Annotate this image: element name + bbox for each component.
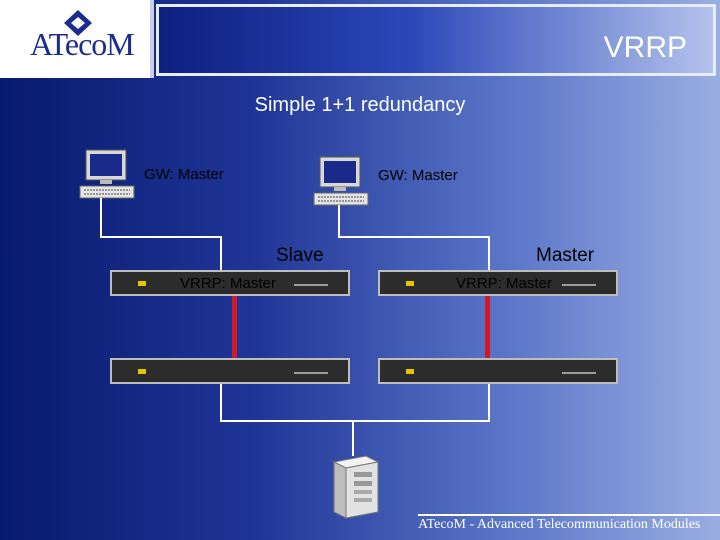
- logo-diamond-icon: [64, 10, 92, 36]
- slide-subtitle: Simple 1+1 redundancy: [254, 94, 466, 116]
- right-computer-icon: [313, 156, 369, 206]
- right-red-link: [485, 296, 490, 358]
- left-group-role: Slave: [276, 245, 324, 266]
- left-red-link: [232, 296, 237, 358]
- router-bottom-right: [378, 358, 618, 384]
- right-pc-wire-to-router: [488, 236, 490, 270]
- left-router-label: VRRP: Master: [180, 275, 276, 292]
- title-bar: VRRP: [156, 4, 716, 76]
- router-top-left: [110, 270, 350, 296]
- right-pc-label: GW: Master: [378, 167, 458, 184]
- right-bottom-wire: [488, 384, 490, 420]
- server-wire: [352, 420, 354, 456]
- footer-line: [418, 514, 720, 516]
- server-icon: [332, 455, 380, 519]
- slide-title: VRRP: [603, 31, 687, 64]
- router-top-right: [378, 270, 618, 296]
- right-pc-wire-across: [338, 236, 490, 238]
- logo: ATecoM: [0, 0, 154, 78]
- router-bottom-left: [110, 358, 350, 384]
- left-pc-wire-to-router: [220, 236, 222, 270]
- left-computer-icon: [79, 149, 135, 199]
- left-pc-wire-down: [100, 198, 102, 236]
- right-router-label: VRRP: Master: [456, 275, 552, 292]
- left-bottom-wire: [220, 384, 222, 420]
- right-group-role: Master: [536, 245, 595, 266]
- logo-text: ATecoM: [30, 26, 135, 62]
- footer-text: ATecoM - Advanced Telecommunication Modu…: [418, 517, 701, 532]
- left-pc-label: GW: Master: [144, 166, 224, 183]
- right-pc-wire-down: [338, 205, 340, 236]
- bottom-bus-wire: [220, 420, 490, 422]
- left-pc-wire-across: [100, 236, 222, 238]
